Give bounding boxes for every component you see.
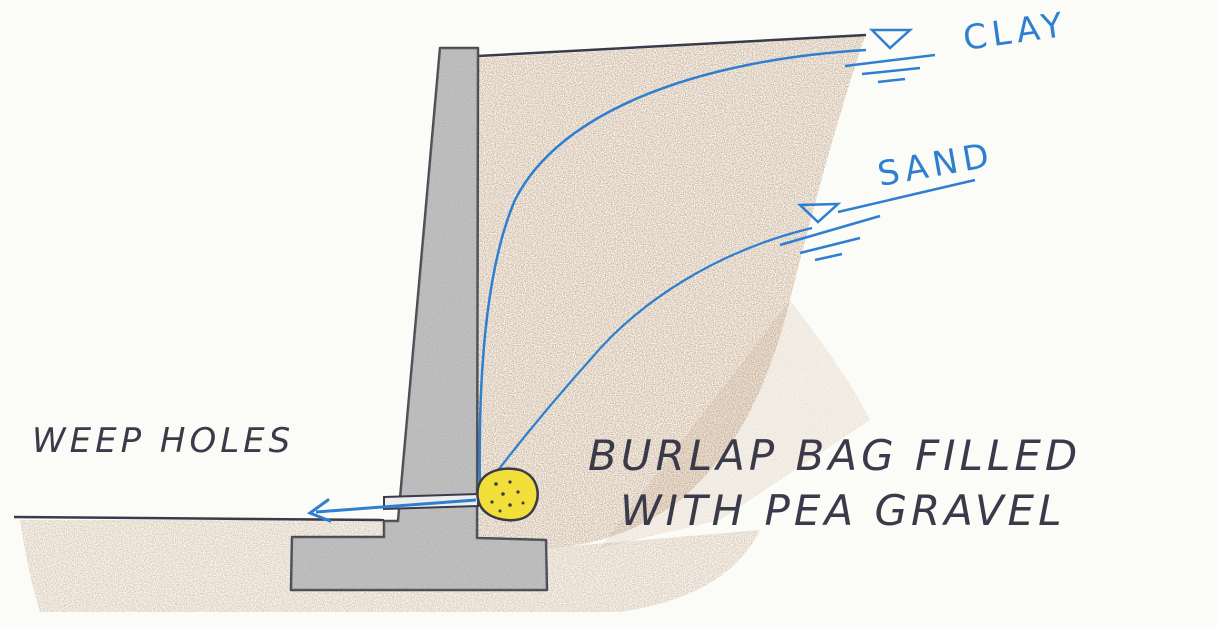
sand-seepage-line — [481, 226, 813, 493]
weep-holes-label: WEEP HOLES — [32, 421, 294, 461]
backfill-soil-fade — [600, 300, 870, 548]
pea-gravel-dots — [490, 480, 525, 513]
arrow-head — [306, 498, 332, 523]
burlap-label-line-1: BURLAP BAG FILLED — [588, 431, 1081, 480]
ground-soil-left — [20, 520, 760, 612]
sand-water-table-symbol — [779, 178, 976, 262]
backfill-top-line — [477, 33, 867, 58]
retaining-wall-texture — [291, 48, 547, 590]
weep-hole-flow-arrow — [315, 498, 477, 514]
sand-label: SAND — [875, 135, 997, 195]
backfill-soil — [476, 36, 865, 548]
clay-seepage-line — [478, 48, 867, 491]
clay-water-table-symbol — [844, 28, 936, 84]
burlap-gravel-bag — [476, 467, 539, 522]
clay-label: CLAY — [961, 5, 1070, 59]
burlap-label-line-2: WITH PEA GRAVEL — [620, 486, 1066, 535]
